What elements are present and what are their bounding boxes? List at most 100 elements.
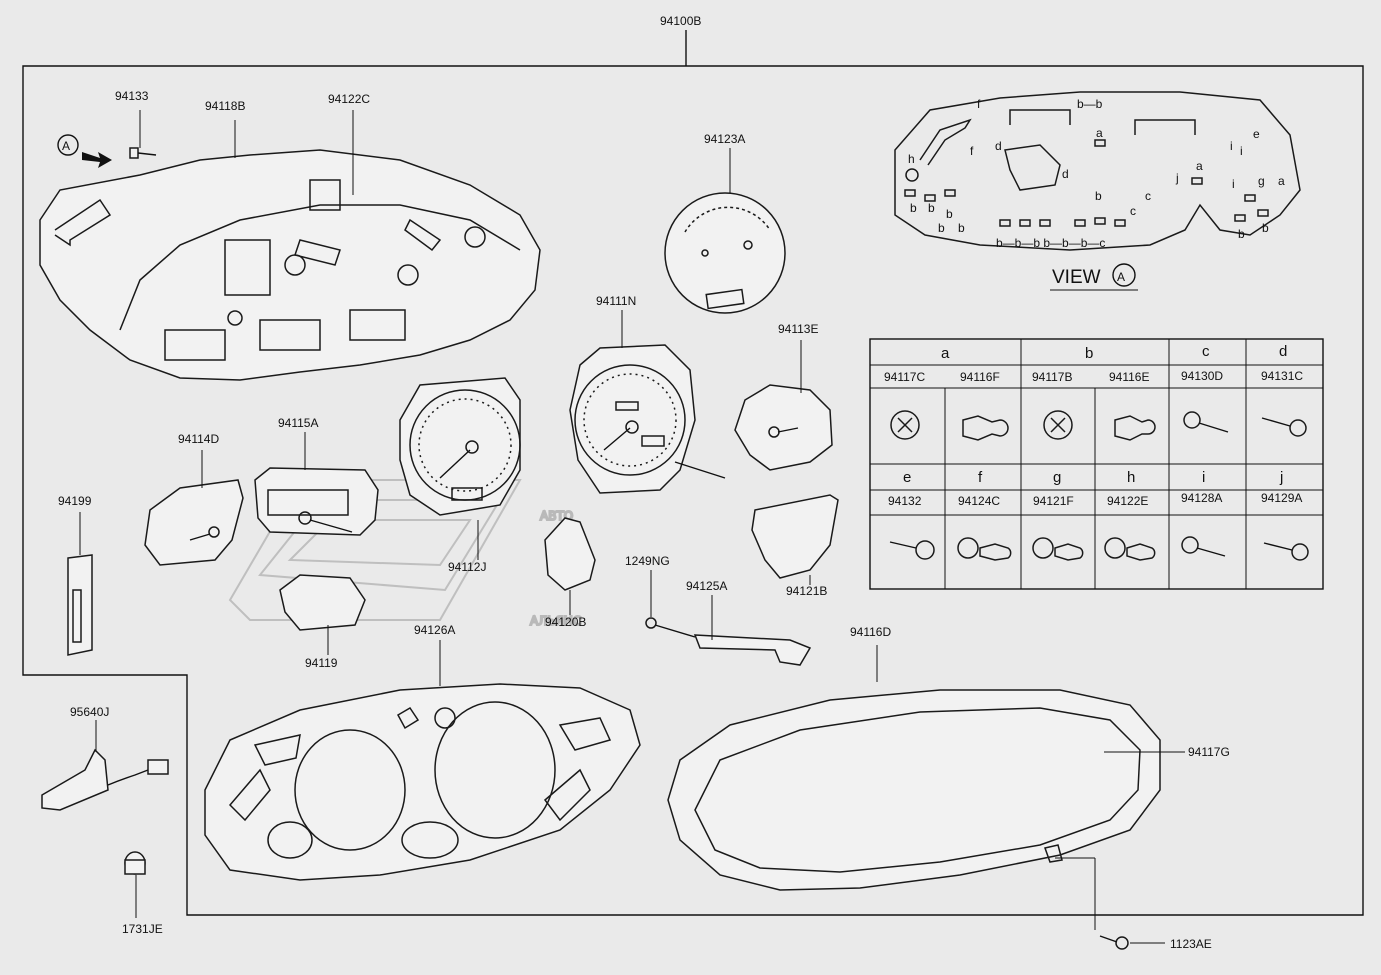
table-group-b: b [1085, 345, 1093, 362]
callout-94121B: 94121B [786, 584, 827, 598]
table-letter-f: f [978, 469, 983, 486]
table-letter-j: j [1279, 469, 1283, 486]
callout-94114D: 94114D [178, 432, 219, 446]
callout-94115A: 94115A [278, 416, 318, 430]
view-letter-h1: h [908, 152, 915, 166]
view-letter-b5: b [938, 221, 945, 235]
callout-1249NG: 1249NG [625, 554, 670, 568]
callout-95640J: 95640J [70, 705, 109, 719]
callout-94117G: 94117G [1188, 745, 1230, 759]
bulb-socket-icon [1032, 537, 1084, 561]
callout-94111N: 94111N [596, 294, 636, 308]
view-letter-bottom-row: b—b—b b—b—b—c [996, 236, 1105, 250]
callout-94126A: 94126A [414, 623, 455, 637]
bulb-icon [1114, 415, 1156, 441]
view-title-marker: A [1117, 270, 1125, 284]
assembly-frame: 94100B [22, 14, 1364, 916]
view-letter-i3: i [1232, 177, 1235, 191]
plate-94121B: 94121B [751, 494, 839, 598]
view-letter-bb-top: b—b [1077, 97, 1103, 111]
view-a-marker: A [62, 139, 70, 153]
table-code-94124C: 94124C [958, 494, 1000, 508]
view-letter-i1: i [1230, 139, 1233, 153]
view-letter-b1: b [910, 201, 917, 215]
screw-icon [1181, 536, 1226, 557]
screw-1123AE: 1123AE [1055, 857, 1212, 951]
parts-table: a b c d 94117C 94116F 94117B 94116E 9413… [869, 338, 1324, 590]
callout-94113E: 94113E [778, 322, 818, 336]
callout-94118B: 94118B [205, 99, 245, 113]
callout-1731JE: 1731JE [122, 922, 163, 936]
table-letter-i: i [1202, 469, 1205, 486]
callout-94199: 94199 [58, 494, 92, 508]
bulb-icon [962, 415, 1009, 441]
view-letter-b4: b [1095, 189, 1102, 203]
view-letter-a2: a [1196, 159, 1203, 173]
view-letter-d1: d [995, 139, 1002, 153]
bulb-socket-icon [1043, 410, 1073, 440]
callout-1123AE: 1123AE [1170, 937, 1212, 951]
screw-94133: 94133 [115, 89, 157, 159]
table-code-94129A: 94129A [1261, 491, 1302, 505]
table-code-94121F: 94121F [1033, 494, 1074, 508]
bracket-94199: 94199 [58, 494, 93, 656]
view-letter-f2: f [970, 144, 974, 158]
bulb-socket-icon [890, 410, 920, 440]
cluster-housing-94118B: 94118B 94122C [39, 92, 541, 381]
view-a-panel: f b—b a f d i i e h d a j i g a b b b c … [894, 91, 1301, 291]
plate-94119: 94119 [279, 574, 366, 670]
screw-icon [889, 540, 935, 560]
table-code-94122E: 94122E [1107, 494, 1148, 508]
table-code-94132: 94132 [888, 494, 922, 508]
table-group-a: a [941, 345, 950, 362]
table-code-94117B: 94117B [1032, 370, 1072, 384]
view-letter-b2: b [928, 201, 935, 215]
plate-94114D: 94114D [144, 432, 244, 566]
gauge-94112J: 94112J [399, 377, 521, 574]
lens-94116D: 94116D 94117G [667, 625, 1230, 891]
view-letter-b3: b [946, 207, 953, 221]
table-code-94116F: 94116F [960, 370, 1000, 384]
table-code-94131C: 94131C [1261, 369, 1303, 383]
callout-94133: 94133 [115, 89, 149, 103]
table-code-94130D: 94130D [1181, 369, 1223, 383]
view-letter-c2: c [1130, 204, 1136, 218]
gauge-94113E: 94113E [734, 322, 833, 471]
view-letter-f1: f [977, 97, 981, 111]
screw-1249NG: 1249NG [625, 554, 696, 638]
screw-icon [1183, 411, 1229, 433]
watermark-line2: АЛЬЯНС [530, 614, 581, 628]
screw-icon [1261, 417, 1307, 437]
callout-94120B: 94120B [545, 615, 586, 629]
view-letter-i2: i [1240, 144, 1243, 158]
table-code-94128A: 94128A [1181, 491, 1222, 505]
view-a-arrow: A [57, 134, 112, 168]
table-code-94116E: 94116E [1109, 370, 1149, 384]
gauge-94111N: 94111N [569, 294, 726, 494]
plate-94120B: 94120B [544, 517, 596, 629]
bulb-socket-icon [1104, 537, 1156, 561]
view-letter-b8: b [1238, 227, 1245, 241]
view-title: VIEW [1052, 267, 1101, 288]
table-code-94117C: 94117C [884, 370, 925, 384]
view-letter-d2: d [1062, 167, 1069, 181]
module-94115A: 94115A [254, 416, 379, 536]
bracket-94125A: 94125A [686, 579, 812, 666]
bulb-socket-icon [957, 537, 1012, 561]
callout-94112J: 94112J [448, 560, 486, 574]
callout-94125A: 94125A [686, 579, 727, 593]
view-letter-j1: j [1175, 171, 1179, 185]
view-letter-e1: e [1253, 127, 1260, 141]
screw-icon [1263, 542, 1309, 561]
callout-94119: 94119 [305, 656, 338, 670]
table-letter-g: g [1053, 469, 1061, 486]
view-letter-g1: g [1258, 174, 1265, 188]
view-letter-c1: c [1145, 189, 1151, 203]
table-group-c: c [1202, 343, 1210, 360]
bezel-94126A: 94126A [204, 623, 641, 881]
view-letter-a3: a [1278, 174, 1285, 188]
view-letter-b9: b [1262, 221, 1269, 235]
dial-face-94123A: 94123A [664, 132, 786, 314]
callout-94100B: 94100B [660, 14, 701, 28]
